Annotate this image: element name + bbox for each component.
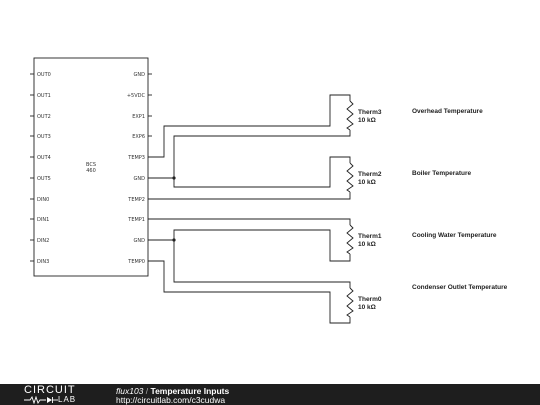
wire-temp2 <box>148 192 351 200</box>
pin-label-left: DIN1 <box>37 217 49 223</box>
logo-waveform-icon <box>24 396 58 404</box>
junction-dot <box>172 176 176 180</box>
pin-label-right: GND <box>134 176 146 182</box>
circuitlab-logo: CIRCUIT LAB <box>24 385 96 404</box>
left-pin-stubs <box>30 73 34 262</box>
resistor-therm3 <box>346 100 354 131</box>
chip-name-line2: 460 <box>86 168 96 174</box>
author-link[interactable]: flux103 <box>116 386 144 396</box>
footer-bar: CIRCUIT LAB flux103 / Temperature Inputs… <box>0 384 540 405</box>
chip-name-line1: BCS <box>86 162 96 168</box>
schematic-canvas: BCS 460 OUT0 OUT1 OUT2 OUT3 OUT4 OUT5 DI… <box>30 57 508 324</box>
pin-label-left: OUT0 <box>37 72 51 78</box>
pin-label-right: TEMP3 <box>127 155 145 161</box>
pin-label-right: TEMP2 <box>127 197 145 203</box>
therm-ref: Therm2 <box>358 171 382 178</box>
therm-ref: Therm1 <box>358 233 382 240</box>
therm-value: 10 kΩ <box>358 241 376 248</box>
pin-label-left: OUT2 <box>37 114 51 120</box>
circuit-title: Temperature Inputs <box>150 386 230 396</box>
pin-label-right: EXP1 <box>132 114 145 120</box>
pin-label-right: EXP6 <box>132 134 145 140</box>
title-separator: / <box>143 386 151 396</box>
circuit-title-line: flux103 / Temperature Inputs <box>116 386 229 396</box>
signal-label: Overhead Temperature <box>412 108 483 115</box>
wire-temp3 <box>148 94 351 158</box>
pin-label-right: GND <box>134 72 146 78</box>
pin-label-left: OUT4 <box>37 155 51 161</box>
wire-gnd-lower-b <box>173 240 351 288</box>
therm-ref: Therm3 <box>358 109 382 116</box>
pin-label-right: TEMP1 <box>127 217 145 223</box>
wire-temp0 <box>148 260 351 324</box>
wire-gnd-lower-a <box>148 229 351 262</box>
chip-body <box>33 57 149 277</box>
pin-label-right: +5VDC <box>127 93 146 99</box>
therm-value: 10 kΩ <box>358 179 376 186</box>
pin-label-right: GND <box>134 238 146 244</box>
wire-gnd-upper-a <box>148 130 351 179</box>
logo-text-top: CIRCUIT <box>24 384 76 396</box>
pin-label-left: DIN2 <box>37 238 49 244</box>
pin-label-right: TEMP0 <box>127 259 145 265</box>
junction-dot <box>172 238 176 242</box>
signal-label: Condenser Outlet Temperature <box>412 284 508 291</box>
pin-label-left: OUT1 <box>37 93 51 99</box>
schematic-svg: BCS 460 OUT0 OUT1 OUT2 OUT3 OUT4 OUT5 DI… <box>30 57 508 324</box>
pin-label-left: DIN3 <box>37 259 49 265</box>
therm-ref: Therm0 <box>358 296 382 303</box>
right-pin-stubs <box>148 73 152 137</box>
signal-label: Cooling Water Temperature <box>412 232 497 239</box>
wire-temp1 <box>148 218 351 225</box>
resistor-therm0 <box>346 287 354 318</box>
circuit-url-link[interactable]: http://circuitlab.com/c3cudwa <box>116 395 226 405</box>
pin-label-left: OUT3 <box>37 134 51 140</box>
therm-value: 10 kΩ <box>358 304 376 311</box>
signal-label: Boiler Temperature <box>412 170 472 177</box>
therm-value: 10 kΩ <box>358 117 376 124</box>
resistor-therm2 <box>346 162 354 193</box>
wire-gnd-upper-b <box>173 156 351 188</box>
pin-label-left: OUT5 <box>37 176 51 182</box>
pin-label-left: DIN0 <box>37 197 49 203</box>
resistor-therm1 <box>346 224 354 255</box>
logo-text-bottom: LAB <box>58 395 77 404</box>
